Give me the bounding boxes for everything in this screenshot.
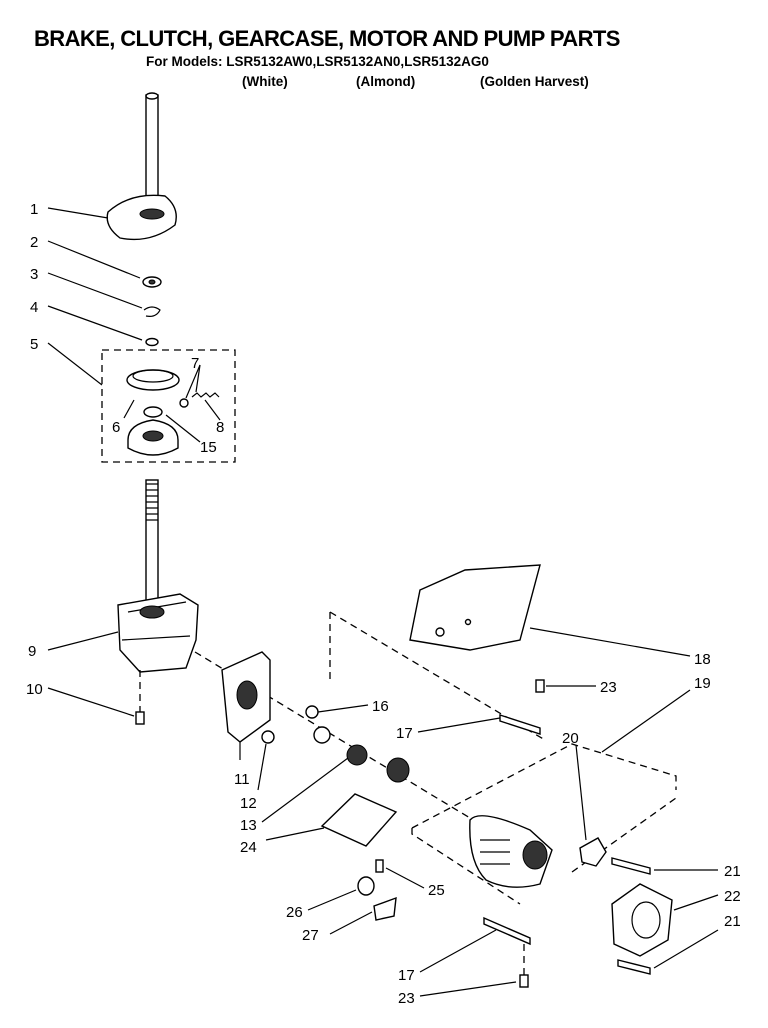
callout-20: 20 bbox=[562, 730, 579, 747]
variant-almond: (Almond) bbox=[356, 74, 416, 89]
variant-golden-harvest: (Golden Harvest) bbox=[480, 74, 589, 89]
part-19-motor bbox=[469, 815, 553, 888]
callout-24: 24 bbox=[240, 839, 257, 856]
part-24-pad bbox=[320, 793, 398, 847]
callout-labels: 1 2 3 4 5 6 7 8 15 9 10 11 12 13 24 16 1… bbox=[26, 201, 741, 1007]
callout-3: 3 bbox=[30, 266, 38, 283]
part-11-adapter-plate bbox=[221, 651, 271, 743]
part-5-brake-group-box bbox=[101, 349, 236, 463]
variant-white: (White) bbox=[242, 74, 288, 89]
part-18-shield bbox=[409, 564, 541, 651]
part-20-switch bbox=[579, 837, 607, 867]
callout-23-bottom: 23 bbox=[398, 990, 415, 1007]
threaded-shaft bbox=[145, 479, 159, 616]
callout-21-upper: 21 bbox=[724, 863, 741, 880]
callout-8: 8 bbox=[216, 419, 224, 436]
part-3-clip bbox=[143, 306, 161, 317]
callout-18: 18 bbox=[694, 651, 711, 668]
part-4-ring bbox=[145, 337, 159, 347]
part-15-brake-rotor bbox=[127, 406, 179, 456]
part-13-coupling-disc bbox=[386, 757, 410, 783]
part-8-pin bbox=[179, 398, 189, 408]
part-27-bracket bbox=[373, 896, 397, 921]
part-6-brake-band bbox=[126, 369, 180, 391]
callout-23-top: 23 bbox=[600, 679, 617, 696]
callout-4: 4 bbox=[30, 299, 38, 316]
part-9-gearcase bbox=[117, 593, 199, 673]
callout-7: 7 bbox=[191, 355, 199, 372]
part-22-pump bbox=[611, 883, 673, 957]
part-23-bottom-screw bbox=[519, 944, 529, 988]
callout-26: 26 bbox=[286, 904, 303, 921]
part-1-cam bbox=[106, 194, 177, 241]
callout-21-lower: 21 bbox=[724, 913, 741, 930]
part-26-bushing bbox=[357, 876, 375, 896]
part-7-spring bbox=[191, 392, 220, 398]
callout-17-top: 17 bbox=[396, 725, 413, 742]
part-10-bolt bbox=[135, 670, 145, 725]
part-23-top-screw bbox=[535, 679, 545, 693]
part-12-coupling bbox=[313, 726, 368, 766]
callout-22: 22 bbox=[724, 888, 741, 905]
part-17-bottom-strap bbox=[483, 916, 531, 946]
part-25-screw bbox=[375, 859, 384, 873]
callout-25: 25 bbox=[428, 882, 445, 899]
callout-19: 19 bbox=[694, 675, 711, 692]
page-title: BRAKE, CLUTCH, GEARCASE, MOTOR AND PUMP … bbox=[34, 26, 620, 51]
callout-16: 16 bbox=[372, 698, 389, 715]
callout-2: 2 bbox=[30, 234, 38, 251]
part-19-motor-group-box bbox=[411, 743, 677, 905]
callout-17-bottom: 17 bbox=[398, 967, 415, 984]
part-11-nut bbox=[261, 730, 275, 744]
part-2-washer bbox=[142, 276, 162, 288]
callout-13: 13 bbox=[240, 817, 257, 834]
part-16-bearing bbox=[305, 705, 319, 719]
callout-5: 5 bbox=[30, 336, 38, 353]
callout-1: 1 bbox=[30, 201, 38, 218]
callout-15: 15 bbox=[200, 439, 217, 456]
callout-12: 12 bbox=[240, 795, 257, 812]
part-21-upper-clip bbox=[611, 857, 651, 875]
callout-27: 27 bbox=[302, 927, 319, 944]
part-21-lower-clip bbox=[617, 959, 651, 975]
leader-lines bbox=[47, 207, 719, 997]
callout-9: 9 bbox=[28, 643, 36, 660]
callout-11: 11 bbox=[234, 771, 250, 788]
callout-6: 6 bbox=[112, 419, 120, 436]
part-17-top-strap bbox=[499, 714, 541, 735]
callout-10: 10 bbox=[26, 681, 43, 698]
models-line: For Models: LSR5132AW0,LSR5132AN0,LSR513… bbox=[146, 54, 489, 69]
